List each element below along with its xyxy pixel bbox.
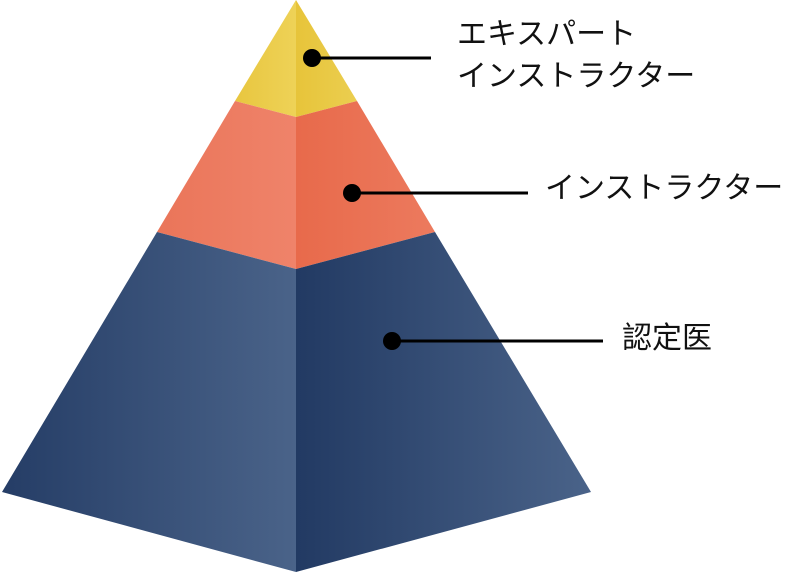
label-expert-line2: インストラクター [457, 59, 696, 94]
label-expert-instructor: エキスパート インストラクター [457, 14, 695, 98]
label-certified: 認定医 [622, 321, 712, 356]
label-expert-line1: エキスパート [457, 17, 637, 52]
level-instructor-left-face [157, 101, 296, 269]
marker-dot-instructor [343, 184, 361, 202]
label-instructor: インストラクター [545, 171, 784, 206]
level-instructor-right-face [296, 101, 435, 269]
marker-dot-certified [383, 332, 401, 350]
level-certified-left-face [2, 232, 296, 572]
marker-dot-expert [303, 49, 321, 67]
level-certified-right-face [296, 232, 591, 572]
level-expert-left-face [235, 0, 296, 117]
